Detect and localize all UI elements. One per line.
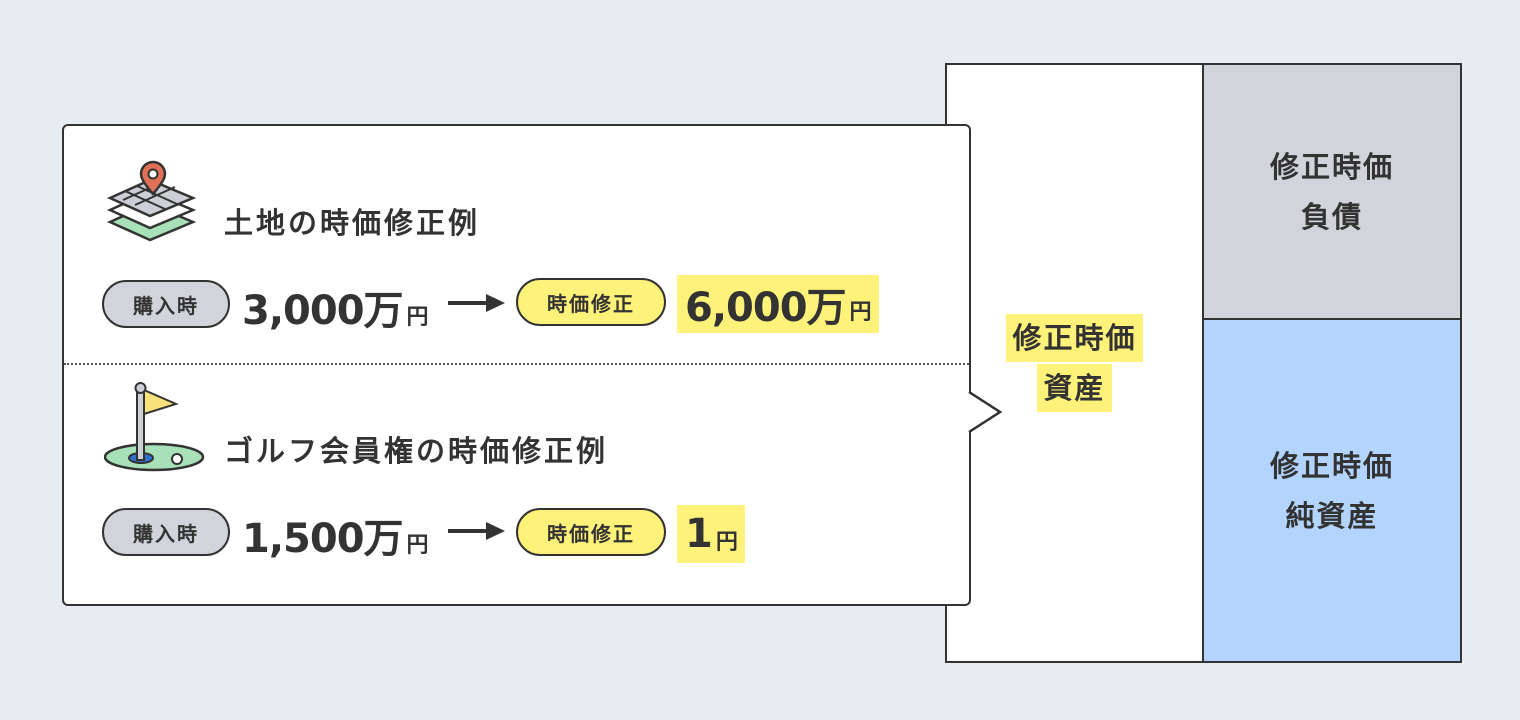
arrow-right-icon bbox=[448, 294, 505, 312]
net-assets-line-2: 純資産 bbox=[1285, 498, 1379, 533]
golf-before-unit: 円 bbox=[406, 533, 429, 558]
golf-before-badge: 購入時 bbox=[102, 508, 230, 556]
assets-line-2: 資産 bbox=[1037, 364, 1112, 412]
land-after-badge: 時価修正 bbox=[516, 278, 666, 326]
net-assets-cell: 修正時価純資産 bbox=[1202, 318, 1462, 663]
liabilities-line-2: 負債 bbox=[1300, 199, 1363, 234]
divider bbox=[64, 363, 969, 365]
golf-title: ゴルフ会員権の時価修正例 bbox=[224, 434, 609, 468]
land-after-value: 6,000万 bbox=[685, 285, 847, 331]
liabilities-line-1: 修正時価 bbox=[1269, 149, 1394, 184]
land-map-icon bbox=[106, 160, 197, 242]
golf-before-amount: 1,500万円 bbox=[242, 506, 429, 564]
land-title: 土地の時価修正例 bbox=[224, 206, 481, 240]
land-before-value: 3,000万 bbox=[242, 288, 404, 334]
assets-line-1: 修正時価 bbox=[1006, 314, 1143, 362]
arrow-right-icon bbox=[448, 522, 505, 540]
land-after-unit: 円 bbox=[849, 300, 872, 325]
net-assets-line-1: 修正時価 bbox=[1269, 448, 1394, 483]
assets-cell: 修正時価資産 bbox=[947, 65, 1202, 661]
golf-after-value: 1 bbox=[685, 511, 713, 557]
land-before-badge: 購入時 bbox=[102, 280, 230, 328]
land-before-amount: 3,000万円 bbox=[242, 278, 429, 336]
liabilities-cell: 修正時価負債 bbox=[1202, 63, 1462, 320]
land-after-amount: 6,000万円 bbox=[677, 275, 879, 333]
land-before-unit: 円 bbox=[406, 305, 429, 330]
golf-before-value: 1,500万 bbox=[242, 516, 404, 562]
callout-pointer bbox=[968, 392, 1002, 432]
golf-after-unit: 円 bbox=[715, 530, 738, 555]
golf-icon bbox=[104, 382, 205, 472]
golf-after-badge: 時価修正 bbox=[516, 508, 666, 556]
